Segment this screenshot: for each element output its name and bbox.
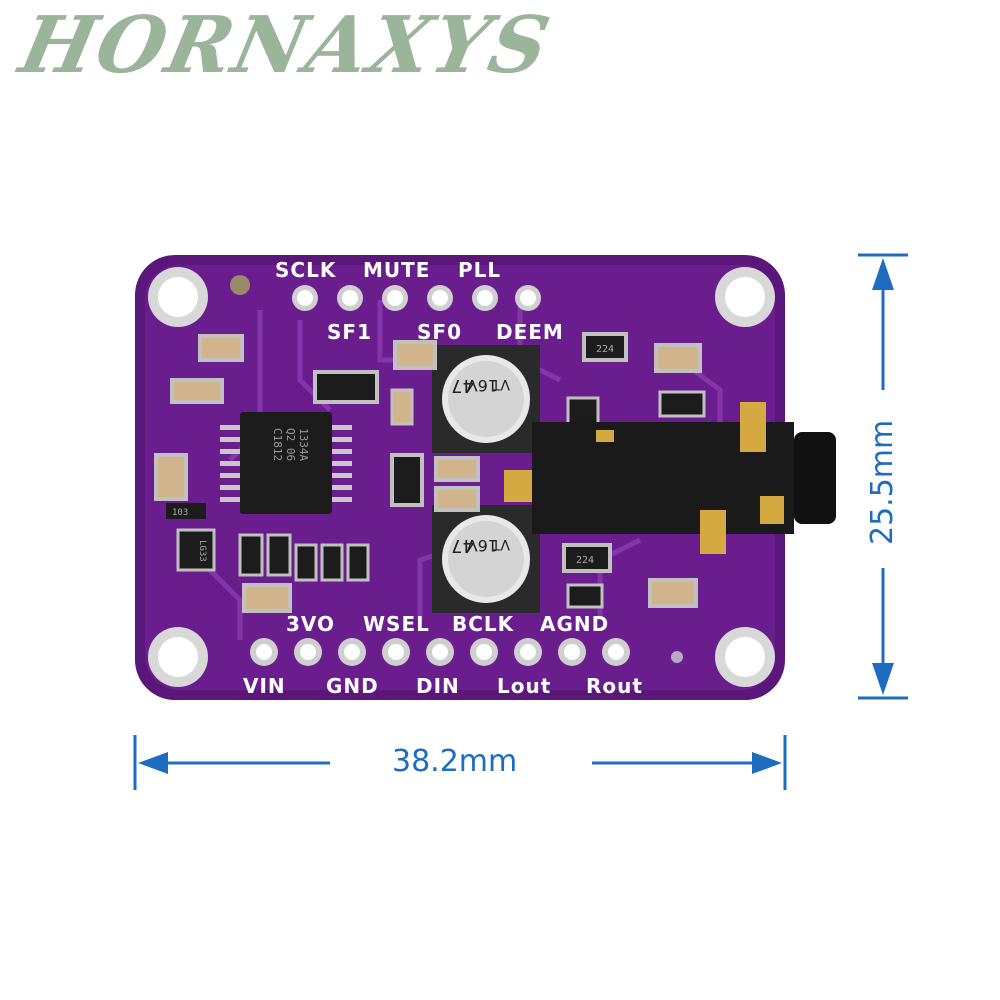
pin-label-sf0: SF0: [417, 320, 462, 344]
electrolytic-capacitor-top: 47 16V VT: [432, 345, 540, 453]
height-dimension-line: [858, 253, 908, 700]
dac-chip: 1334A Q2 06 C1812: [220, 412, 352, 514]
svg-text:224: 224: [576, 555, 594, 566]
smd-components: 224 103 LG33 224: [154, 332, 706, 613]
svg-text:224: 224: [596, 344, 614, 355]
pin-label-sf1: SF1: [327, 320, 372, 344]
svg-text:C1812: C1812: [271, 428, 284, 461]
pin-label-deem: DEEM: [496, 320, 564, 344]
svg-text:VT: VT: [491, 376, 510, 392]
pin-label-3vo: 3VO: [286, 612, 336, 636]
top-pin-pads: [292, 285, 541, 311]
pin-label-sclk: SCLK: [275, 258, 337, 282]
pin-label-mute: MUTE: [363, 258, 431, 282]
svg-text:47: 47: [451, 375, 474, 396]
electrolytic-capacitor-bottom: 47 16V VT: [432, 505, 540, 613]
pin-label-agnd: AGND: [540, 612, 610, 636]
svg-text:Q2 06: Q2 06: [284, 428, 297, 461]
pin-label-vin: VIN: [243, 674, 286, 698]
bottom-pin-pads: [250, 638, 630, 666]
pin-label-rout: Rout: [586, 674, 643, 698]
width-dimension-label: 38.2mm: [392, 744, 518, 779]
pin-label-din: DIN: [416, 674, 460, 698]
svg-text:16V: 16V: [467, 536, 498, 555]
audio-jack: [504, 402, 836, 554]
mounting-holes: [148, 267, 775, 687]
pin-label-wsel: WSEL: [363, 612, 430, 636]
svg-text:16V: 16V: [467, 376, 498, 395]
pin-label-lout: Lout: [497, 674, 552, 698]
svg-text:103: 103: [172, 508, 188, 518]
svg-text:1334A: 1334A: [297, 428, 310, 461]
width-dimension-line: [133, 735, 787, 790]
height-dimension-label: 25.5mm: [865, 419, 900, 545]
svg-text:LG33: LG33: [197, 540, 207, 562]
svg-text:47: 47: [451, 535, 474, 556]
pin-label-bclk: BCLK: [452, 612, 515, 636]
svg-text:VT: VT: [491, 536, 510, 552]
pin-label-gnd: GND: [326, 674, 379, 698]
pin-label-pll: PLL: [458, 258, 502, 282]
